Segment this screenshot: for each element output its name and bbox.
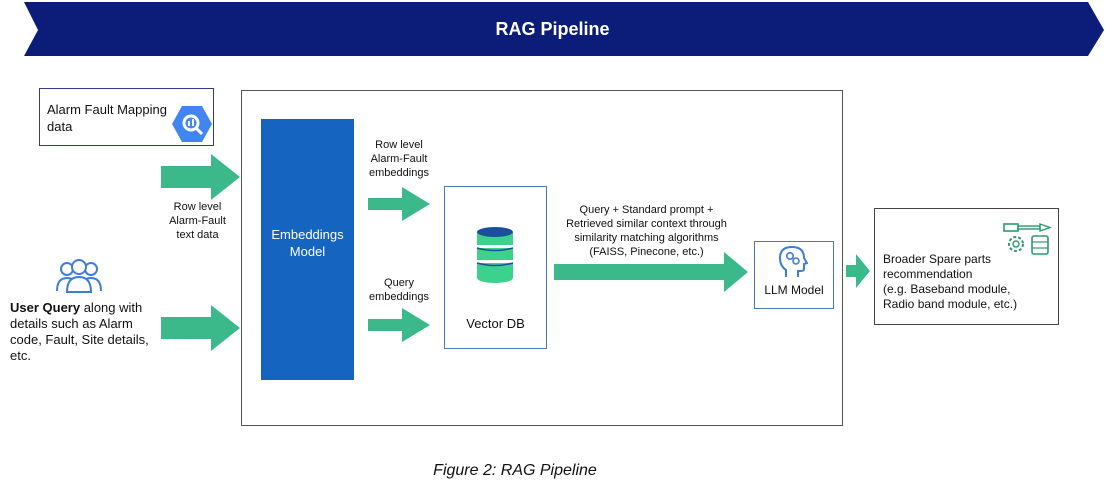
query-prompt-line1: Query + Standard prompt + [579,204,714,216]
arrow-user-query-to-embeddings [161,305,240,351]
users-icon [56,259,102,293]
query-emb-line1: Query [384,277,414,289]
row-text-line2: Alarm-Fault [169,215,226,227]
user-query-bold: User Query [10,300,81,315]
row-level-embeddings-label: Row level Alarm-Fault embeddings [360,138,438,180]
llm-model-box [754,241,834,309]
query-prompt-line3: similarity matching algorithms [574,232,719,244]
embeddings-model-line1: Embeddings [271,227,344,242]
embeddings-model-label: Embeddings Model [261,226,354,260]
row-emb-line2: Alarm-Fault [370,153,428,165]
row-text-line1: Row level [173,201,222,213]
row-emb-line1: Row level [375,139,423,151]
embeddings-model-box [261,119,354,380]
query-prompt-label: Query + Standard prompt + Retrieved simi… [545,203,748,259]
row-text-line3: text data [176,229,219,241]
query-prompt-line2: Retrieved similar context through [566,218,727,230]
spare-parts-recommendation-label: Broader Spare parts recommendation (e.g.… [883,252,1055,312]
query-embeddings-label: Query embeddings [360,276,438,304]
brain-head-icon [778,245,808,277]
database-icon [476,227,514,283]
banner-title: RAG Pipeline [495,18,610,39]
arrow-alarm-to-embeddings [161,154,240,200]
embeddings-model-line2: Model [289,244,326,259]
row-level-text-data-label: Row level Alarm-Fault text data [160,200,235,242]
alarm-fault-source-label: Alarm Fault Mapping data [47,102,167,134]
recommendation-line4: Radio band module, etc.) [883,297,1018,311]
vector-db-label: Vector DB [466,316,525,331]
llm-model-label: LLM Model [764,283,824,297]
query-emb-line2: embeddings [369,291,429,303]
user-query-text: User Query along with details such as Al… [10,300,160,364]
row-emb-line3: embeddings [369,167,429,179]
arrow-row-embeddings-to-vectordb [368,187,430,221]
figure-caption: Figure 2: RAG Pipeline [433,462,597,479]
pipeline-container [241,90,843,426]
bigquery-icon [172,106,212,142]
spare-parts-icon [1003,223,1053,255]
user-query-rest: along with details such as Alarm code, F… [10,300,149,363]
alarm-fault-source-box [39,88,214,146]
arrow-query-embeddings-to-vectordb [368,308,430,342]
banner-shape [24,2,1104,56]
query-prompt-line4: (FAISS, Pinecone, etc.) [589,246,704,258]
arrow-vectordb-to-llm [554,252,748,292]
spare-parts-box [874,208,1059,325]
vector-db-box [444,186,547,349]
recommendation-line3: (e.g. Baseband module, [883,282,1011,296]
recommendation-line1: Broader Spare parts [883,252,992,266]
arrow-llm-to-recommendation [846,254,870,288]
recommendation-line2: recommendation [883,267,973,281]
